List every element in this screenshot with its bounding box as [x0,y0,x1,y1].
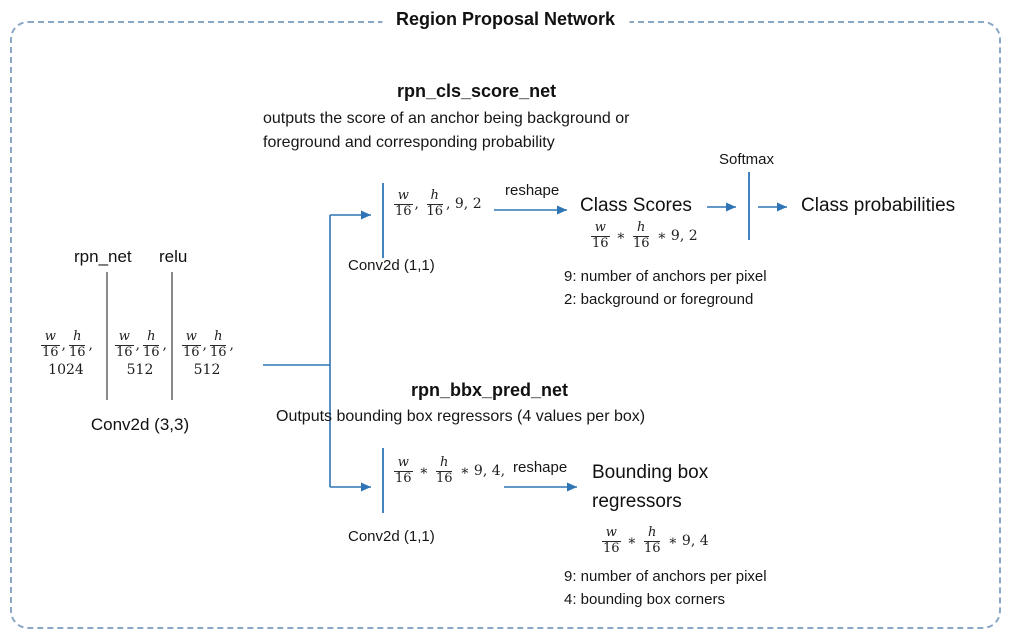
bbx-output-label-line2: regressors [592,491,682,512]
cls-branch-title: rpn_cls_score_net [397,81,557,101]
class-scores-label: Class Scores [580,195,692,216]
cls-reshape-label: reshape [505,182,560,199]
cls-conv-label: Conv2d (1,1) [348,257,435,274]
bbx-conv-label: Conv2d (1,1) [348,528,435,545]
cls-note-anchors: 9: number of anchors per pixel [564,268,767,285]
channel-count: 512 [193,361,221,378]
bbx-note-anchors: 9: number of anchors per pixel [564,568,767,585]
rpn-net-label: rpn_net [74,247,132,266]
bbx-note-corners: 4: bounding box corners [564,591,725,608]
class-probabilities-label: Class probabilities [801,195,956,216]
bbx-output-label-line1: Bounding box [592,462,709,483]
softmax-label: Softmax [719,151,775,168]
bbx-branch-title: rpn_bbx_pred_net [411,380,569,400]
cls-note-classes: 2: background or foreground [564,291,754,308]
channel-count: 512 [126,361,154,378]
relu-label: relu [159,247,188,266]
backbone-conv-label: Conv2d (3,3) [90,415,190,434]
cls-branch-desc-line1: outputs the score of an anchor being bac… [263,110,630,127]
cls-branch-desc-line2: foreground and corresponding probability [263,134,555,151]
diagram-title: Region Proposal Network [381,9,630,30]
bbx-reshape-label: reshape [513,459,568,476]
channel-count: 1024 [48,361,84,378]
bbx-branch-desc: Outputs bounding box regressors (4 value… [276,408,646,425]
